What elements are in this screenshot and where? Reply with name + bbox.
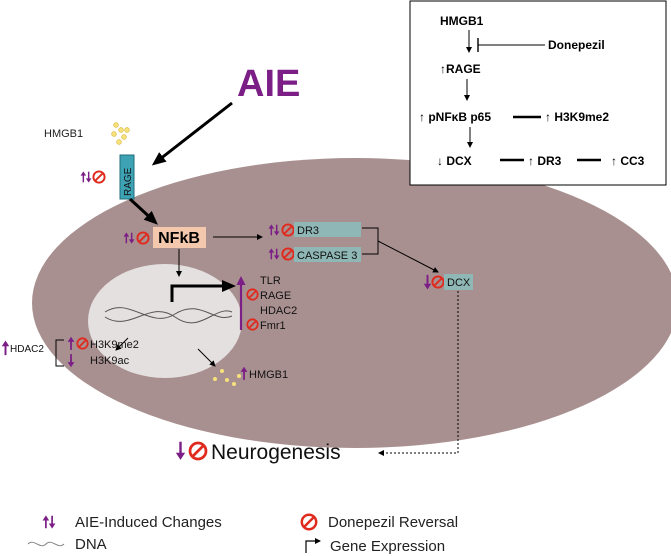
summary-donepezil: Donepezil	[548, 38, 605, 52]
dcx-label: DCX	[447, 277, 471, 289]
target-rage: RAGE	[260, 290, 291, 302]
legend-gene-expression-icon	[305, 538, 321, 553]
nfkb-label: NFkB	[158, 230, 200, 247]
legend-aie-changes: AIE-Induced Changes	[75, 514, 222, 531]
histone-h3k9me2: H3K9me2	[90, 339, 139, 351]
legend-reversal-icon	[300, 513, 318, 531]
dr3-label: DR3	[297, 225, 319, 237]
released-hmgb1-label: HMGB1	[249, 369, 288, 381]
summary-pnfkb: ↑ pNFκB p65	[419, 110, 491, 124]
histone-hdac2-label: HDAC2	[10, 344, 44, 355]
histone-bracket	[55, 339, 64, 367]
targets-up-arrow-head	[236, 276, 246, 285]
summary-box	[409, 0, 667, 186]
released-hmgb1-vesicles	[213, 369, 241, 386]
nucleus-to-hmgb1-arrow	[197, 348, 216, 367]
rage-receptor-label: RAGE	[123, 167, 134, 196]
nfkb-box	[153, 227, 206, 248]
summary-dcx: ↓ DCX	[437, 154, 472, 168]
summary-dr3: ↑ DR3	[528, 154, 562, 168]
aie-arrow	[151, 101, 233, 166]
legend-gene-expression: Gene Expression	[330, 538, 445, 555]
legend-donepezil-reversal: Donepezil Reversal	[328, 514, 458, 531]
nucleus	[88, 264, 242, 378]
hmgb1-label: HMGB1	[44, 128, 83, 140]
neurogenesis-down-icon	[175, 440, 186, 461]
rage-change-icon	[80, 170, 92, 184]
nuclear-dna-strand-2	[104, 310, 233, 324]
summary-hmgb1: HMGB1	[440, 14, 484, 28]
summary-cc3: ↑ CC3	[611, 154, 645, 168]
legend-dna-icon	[27, 541, 65, 547]
neurogenesis-reversal-icon	[188, 441, 208, 461]
hdac2-up-icon	[1, 340, 10, 356]
caspase-label: CASPASE 3	[297, 250, 357, 262]
dcx-box	[444, 274, 473, 290]
summary-h3k9me2: ↑ H3K9me2	[545, 110, 609, 124]
hmgb1-vesicles	[111, 122, 130, 145]
target-hdac2: HDAC2	[260, 305, 297, 317]
target-tlr: TLR	[260, 275, 281, 287]
nucleus-to-histone-arrow	[115, 337, 129, 351]
legend-dna: DNA	[75, 536, 107, 553]
rage-reversal-icon	[92, 170, 106, 184]
summary-rage: ↑RAGE	[440, 62, 481, 76]
rage-to-nfkb-arrow	[128, 197, 158, 225]
aie-title: AIE	[237, 63, 300, 105]
gene-expression-arrow	[170, 280, 236, 302]
nuclear-dna-strand-1	[104, 307, 233, 319]
caspase-box	[294, 247, 361, 262]
histone-h3k9ac: H3K9ac	[90, 355, 130, 367]
caspase-to-dcx-arrow	[377, 240, 439, 273]
target-fmr1: Fmr1	[260, 320, 286, 332]
dr3-box	[294, 222, 361, 237]
rage-receptor	[119, 154, 135, 200]
legend-updown-icon	[42, 514, 56, 530]
neurogenesis-label: Neurogenesis	[211, 441, 341, 464]
dcx-to-neurogenesis-arrow	[378, 291, 459, 456]
